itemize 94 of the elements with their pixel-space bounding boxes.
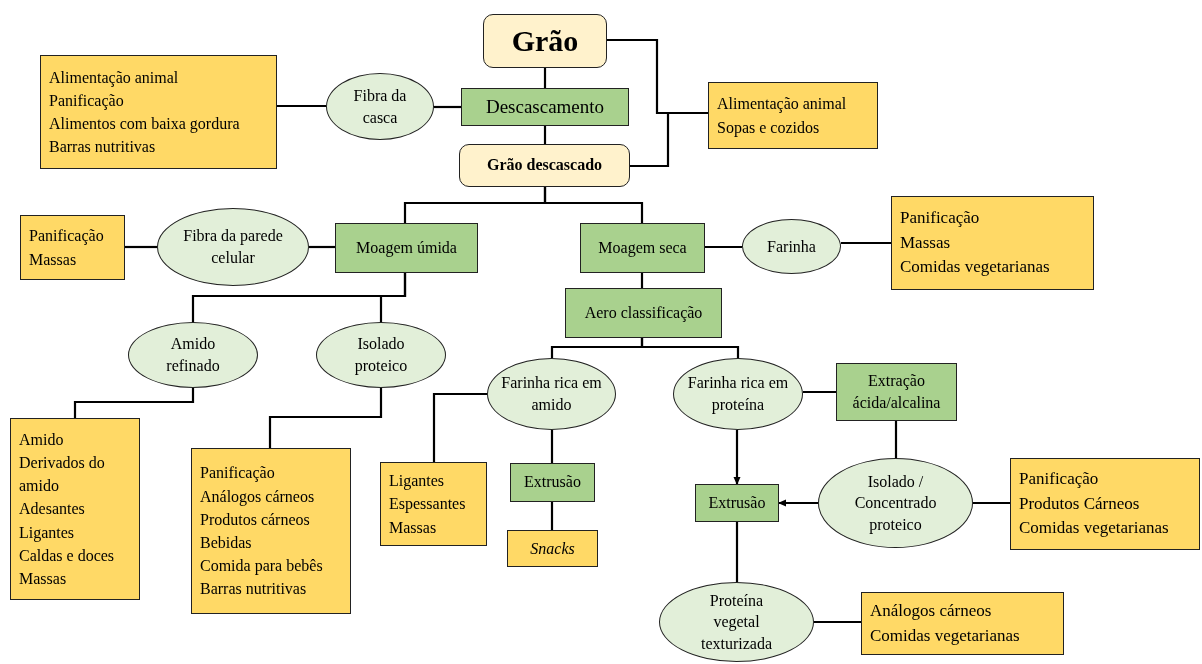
application-box <box>708 82 878 149</box>
application-item: Produtos cárneos <box>200 509 310 530</box>
application-box <box>20 215 125 280</box>
connector-line <box>434 105 461 109</box>
application-item: Alimentos com baixa gordura <box>49 114 240 135</box>
node-label: Farinha <box>767 236 816 257</box>
connector-line <box>640 338 740 358</box>
application-item: Análogos cárneos <box>870 599 992 622</box>
process-box <box>565 288 722 338</box>
connector-line <box>814 620 861 624</box>
application-box <box>191 448 351 614</box>
application-item: Derivados do amido <box>19 453 106 497</box>
process-box <box>461 88 629 126</box>
node-label: Isolado proteico <box>353 334 409 377</box>
application-item: Amido <box>19 429 64 450</box>
node-label: Grão <box>511 23 579 59</box>
node-label: Aero classificação <box>584 302 703 324</box>
process-box <box>695 484 779 522</box>
application-item: Comidas vegetarianas <box>870 624 1020 647</box>
node-label: Descascamento <box>485 94 605 119</box>
connector-line <box>268 388 383 448</box>
connector-line <box>640 273 644 288</box>
connector-line <box>894 421 898 458</box>
node-label: Isolado / Concentrado proteico <box>853 471 938 536</box>
application-item: Ligantes <box>19 522 75 544</box>
rounded-box <box>483 14 607 68</box>
connector-line <box>973 501 1010 505</box>
node-label: Extrusão <box>524 472 581 493</box>
connector-line <box>735 522 739 582</box>
application-item: Ligantes <box>389 471 445 492</box>
connector-line <box>432 392 487 462</box>
connector-line <box>379 273 407 322</box>
application-item: Caldas e doces <box>19 545 115 566</box>
application-item: Massas <box>29 249 77 270</box>
connector-line <box>705 245 742 249</box>
process-box <box>335 223 478 273</box>
application-item: Bebidas <box>200 533 252 553</box>
rounded-box <box>459 144 630 187</box>
process-box <box>580 223 705 273</box>
application-item: Comidas vegetarianas <box>900 256 1050 279</box>
application-box <box>10 418 140 600</box>
node-label: Fibra da casca <box>352 85 408 128</box>
application-box <box>891 196 1094 290</box>
application-item: Barras nutritivas <box>200 579 307 600</box>
application-item: Panificação <box>200 463 275 484</box>
application-item: Alimentação animal <box>49 67 179 89</box>
node-label: Farinha rica em proteína <box>686 373 790 416</box>
node-label: Extrusão <box>708 492 766 513</box>
connector-line <box>841 241 891 245</box>
application-box <box>40 55 277 169</box>
application-box <box>507 530 598 567</box>
node-label: Farinha rica em amido <box>500 373 603 415</box>
application-item: Comida para bebês <box>200 556 323 577</box>
node-label: Moagem seca <box>598 237 687 259</box>
application-item: Snacks <box>530 538 575 559</box>
application-item: Panificação <box>49 90 124 112</box>
connector-line <box>803 390 836 394</box>
application-box <box>861 592 1064 655</box>
application-item: Análogos cárneos <box>200 486 315 508</box>
connector-line <box>277 104 326 108</box>
connector-line <box>550 502 554 530</box>
application-box <box>380 462 487 546</box>
process-box <box>836 363 957 421</box>
connector-line <box>125 245 157 249</box>
application-item: Panificação <box>900 207 980 230</box>
node-label: Proteína vegetal texturizada <box>699 590 774 654</box>
application-item: Sopas e cozidos <box>717 117 820 139</box>
connector-line <box>73 388 195 418</box>
application-item: Barras nutritivas <box>49 137 156 158</box>
node-label: Extração ácida/alcalina <box>851 370 942 413</box>
node-label: Fibra da parede celular <box>182 226 284 268</box>
application-item: Produtos Cárneos <box>1019 492 1140 515</box>
connector-line <box>630 111 708 168</box>
application-item: Comidas vegetarianas <box>1019 517 1169 540</box>
application-item: Massas <box>389 517 437 538</box>
connector-line <box>543 126 547 144</box>
application-item: Alimentação animal <box>717 94 847 115</box>
application-item: Panificação <box>29 226 104 247</box>
connector-line <box>309 245 335 249</box>
connector-line <box>550 430 554 463</box>
application-item: Massas <box>900 231 951 254</box>
application-item: Espessantes <box>389 494 466 515</box>
connector-line <box>543 187 644 223</box>
process-box <box>510 463 595 502</box>
connector-line <box>543 68 547 88</box>
node-label: Amido refinado <box>165 334 221 376</box>
application-item: Panificação <box>1019 468 1099 491</box>
application-item: Adesantes <box>19 499 85 520</box>
arrow <box>733 430 741 485</box>
application-item: Massas <box>19 568 67 589</box>
arrow <box>778 499 818 507</box>
node-label: Moagem úmida <box>356 237 457 259</box>
application-box <box>1010 458 1200 550</box>
node-label: Grão descascado <box>486 155 603 176</box>
